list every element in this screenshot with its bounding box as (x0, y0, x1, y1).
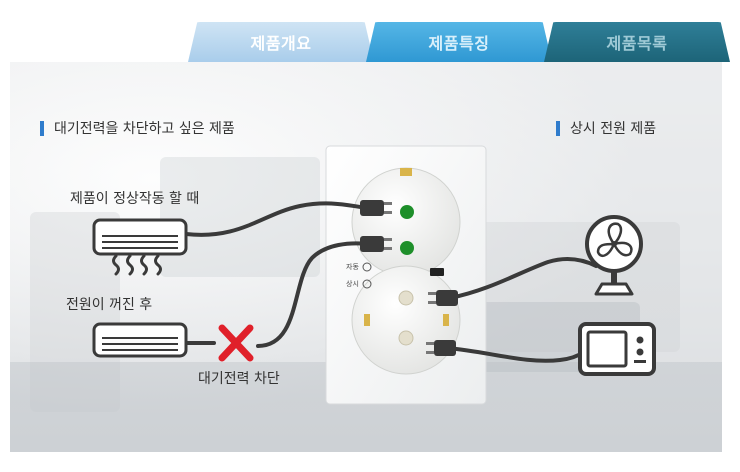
caption-normal-operation: 제품이 정상작동 할 때 (70, 191, 200, 207)
airflow-icon (112, 254, 162, 276)
cross-icon (218, 324, 254, 362)
indicator-label-constant: 상시 (346, 279, 359, 288)
section-bar-icon (40, 120, 44, 136)
wall-outlet: 자동 상시 (325, 145, 487, 405)
section-bar-icon (556, 120, 560, 136)
fan-icon (585, 215, 643, 296)
tab-product-features[interactable]: 제품특징 (366, 22, 552, 62)
cable-microwave (446, 346, 586, 363)
caption-power-off: 전원이 꺼진 후 (66, 297, 153, 313)
air-conditioner-icon (92, 322, 188, 358)
cable-ac-off (256, 241, 370, 348)
standby-section-title-text: 대기전력을 차단하고 싶은 제품 (54, 121, 235, 137)
plug-icon (426, 340, 456, 356)
caption-standby-cut: 대기전력 차단 (198, 371, 280, 387)
indicator-label-auto: 자동 (346, 262, 359, 271)
plug-icon (428, 290, 458, 306)
tab-product-overview[interactable]: 제품개요 (188, 22, 374, 62)
always-on-section-title: 상시 전원 제품 (556, 118, 656, 138)
tab-bar: 제품개요 제품특징 제품목록 (0, 0, 740, 62)
standby-section-title: 대기전력을 차단하고 싶은 제품 (40, 118, 235, 138)
indicator-green-lower (400, 241, 414, 255)
cable-ac-normal (184, 201, 370, 237)
cable-fan (448, 257, 598, 300)
cables (184, 201, 598, 363)
background-blur (160, 157, 320, 277)
plug-icon (360, 200, 392, 216)
tab-product-list[interactable]: 제품목록 (544, 22, 730, 62)
air-conditioner-icon (92, 218, 188, 276)
always-on-section-title-text: 상시 전원 제품 (570, 121, 657, 137)
indicator-green-upper (400, 205, 414, 219)
plug-icon (360, 236, 392, 252)
microwave-icon (578, 322, 656, 376)
